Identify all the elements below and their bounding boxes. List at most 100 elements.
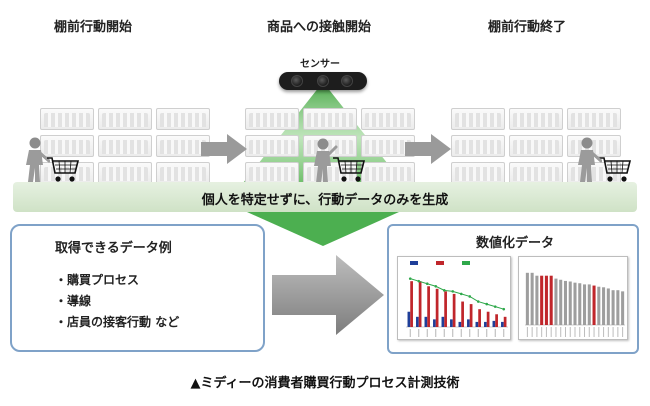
arrow-right-icon <box>405 134 451 164</box>
bar <box>424 316 428 327</box>
bar <box>525 272 529 325</box>
shopping-cart-icon <box>47 157 80 182</box>
arrow-right-icon <box>201 134 247 164</box>
data-example-title: 取得できるデータ例 <box>55 241 172 256</box>
bar <box>563 280 567 325</box>
bar <box>549 275 553 325</box>
tick-label <box>588 327 590 337</box>
info-band <box>13 182 637 212</box>
line-point <box>493 305 497 308</box>
bar <box>540 275 544 325</box>
tick-label <box>460 329 462 337</box>
line-point <box>468 295 472 298</box>
line-point <box>502 307 506 311</box>
bar <box>450 319 453 327</box>
bar <box>495 314 498 327</box>
line-point <box>485 302 489 306</box>
bar <box>501 321 504 327</box>
list-item: 導線 <box>55 291 179 312</box>
bar <box>416 316 419 327</box>
bar <box>592 285 596 325</box>
tick-label <box>550 327 552 337</box>
legend-swatch <box>436 261 444 265</box>
tick-label <box>409 329 411 337</box>
mini-bar-line-chart <box>397 256 511 340</box>
tick-label <box>569 327 571 337</box>
bar <box>469 304 473 327</box>
bar <box>478 309 481 327</box>
tick-label <box>503 329 505 337</box>
tick-label <box>545 327 547 337</box>
tick-label <box>617 327 619 337</box>
tick-label <box>536 327 538 337</box>
bar <box>410 281 413 327</box>
tick-label <box>607 327 609 337</box>
bar <box>452 293 456 327</box>
series-line <box>410 278 504 310</box>
tick-label <box>564 327 566 337</box>
bar <box>621 291 625 325</box>
stage-title-end: 棚前行動終了 <box>488 20 567 35</box>
bar <box>530 272 534 325</box>
bar <box>484 321 487 327</box>
tick-label <box>555 327 557 337</box>
bar <box>587 284 591 325</box>
bar <box>559 279 563 325</box>
tick-label <box>541 327 543 337</box>
list-item: 購買プロセス <box>55 270 179 291</box>
tick-label <box>477 329 479 337</box>
tick-label <box>526 327 528 337</box>
bar <box>544 275 548 325</box>
tick-label <box>574 327 576 337</box>
bar <box>461 301 464 327</box>
shopper-icon <box>578 137 602 182</box>
bar <box>602 287 606 325</box>
tick-label <box>426 329 428 337</box>
bar <box>435 288 439 327</box>
bar <box>467 319 470 327</box>
bar <box>611 290 615 325</box>
shopping-cart-icon <box>599 157 632 182</box>
tick-label <box>579 327 581 337</box>
legend-swatch <box>410 261 418 265</box>
line-point <box>476 300 480 303</box>
tick-label <box>560 327 562 337</box>
shopping-cart-icon <box>333 157 366 182</box>
figure-caption: ▲ミディーの消費者購買行動プロセス計測技術 <box>190 376 460 391</box>
shopper-icon <box>314 138 338 183</box>
bar <box>568 281 572 325</box>
bar <box>475 321 479 327</box>
shelf-left <box>40 108 210 188</box>
band-message: 個人を特定せずに、行動データのみを生成 <box>201 193 449 208</box>
bar <box>503 316 507 327</box>
tick-label <box>435 329 437 337</box>
tick-label <box>469 329 471 337</box>
tick-label <box>443 329 445 337</box>
line-point <box>442 289 446 292</box>
stage-title-start: 棚前行動開始 <box>54 20 133 35</box>
bar <box>427 286 430 327</box>
shopper-icon <box>26 137 50 182</box>
line-point <box>459 292 463 296</box>
bar <box>578 283 582 325</box>
bar <box>418 281 422 327</box>
tick-label <box>531 327 533 337</box>
tick-label <box>593 327 595 337</box>
line-point <box>434 284 438 288</box>
data-example-list: 購買プロセス 導線 店員の接客行動 など <box>55 270 179 333</box>
numeric-data-title: 数値化データ <box>476 236 555 251</box>
bar <box>616 290 620 325</box>
list-item: 店員の接客行動 など <box>55 312 179 333</box>
line-point <box>417 279 421 283</box>
bar <box>535 275 539 325</box>
bar <box>583 284 587 325</box>
line-point <box>451 290 455 293</box>
bar <box>573 282 577 325</box>
bar <box>433 319 436 327</box>
tick-label <box>486 329 488 337</box>
tick-label <box>622 327 624 337</box>
bar <box>458 321 462 327</box>
tick-label <box>418 329 420 337</box>
sensor-icon <box>279 72 367 90</box>
stage-title-contact: 商品への接触開始 <box>267 20 372 35</box>
